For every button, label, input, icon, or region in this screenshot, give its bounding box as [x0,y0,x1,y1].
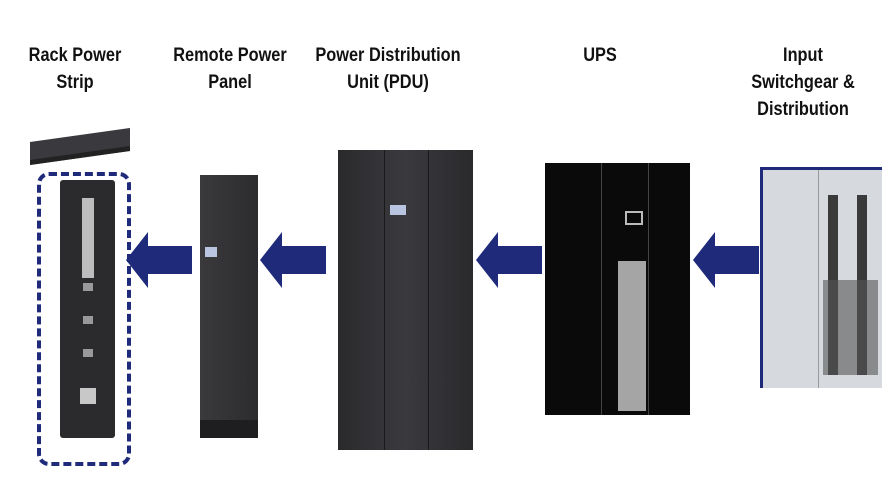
rack-cabinet-image [60,180,115,438]
remote-power-panel-image [200,175,258,438]
label-rack-power-strip: Rack Power Strip [28,45,122,93]
arrow-icon [126,232,192,288]
label-remote-power-panel: Remote Power Panel [173,45,287,93]
input-switchgear-image [760,167,882,388]
arrow-icon [476,232,542,288]
arrow-icon [693,232,759,288]
label-ups: UPS [583,45,617,66]
highlight-box [37,172,131,466]
arrow-icon [260,232,326,288]
pdu-image [338,150,473,450]
rack-power-strip-image [30,127,130,166]
label-input-switchgear: Input Switchgear & Distribution [751,45,855,120]
ups-image [545,163,690,415]
label-pdu: Power Distribution Unit (PDU) [315,45,461,93]
